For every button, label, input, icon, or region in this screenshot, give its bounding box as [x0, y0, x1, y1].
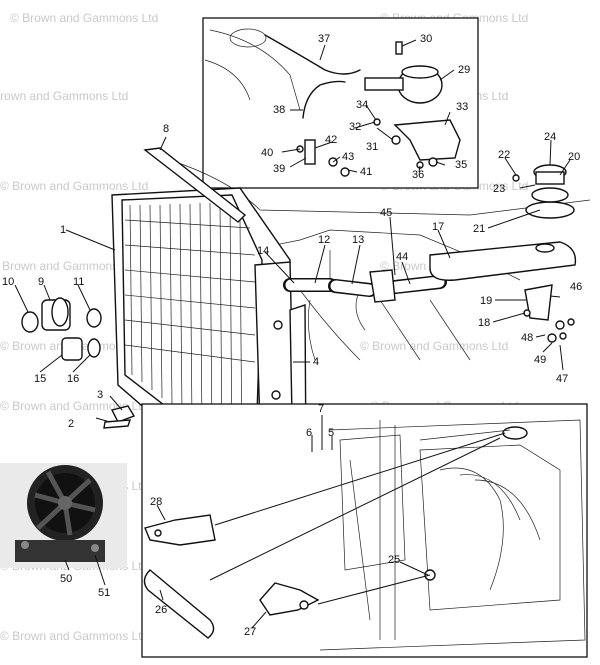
callout-3: 3 [97, 389, 103, 401]
callout-21: 21 [473, 223, 485, 235]
hose-assembly [283, 164, 577, 343]
callout-18: 18 [478, 317, 490, 329]
callout-1: 1 [60, 224, 66, 236]
callout-13: 13 [352, 234, 364, 246]
callout-labels: 1 2 3 4 5 6 7 8 9 10 11 12 13 14 15 16 1… [2, 33, 582, 638]
callout-11: 11 [73, 276, 84, 288]
callout-16: 16 [67, 373, 79, 385]
callout-8: 8 [163, 123, 169, 135]
callout-24: 24 [544, 131, 556, 143]
callout-2: 2 [68, 418, 74, 430]
watermark: © Brown and Gammons Ltd [360, 339, 508, 353]
callout-45: 45 [380, 207, 392, 219]
callout-34: 34 [356, 99, 368, 111]
callout-38: 38 [273, 104, 285, 116]
callout-19: 19 [480, 295, 492, 307]
callout-6: 6 [306, 427, 312, 439]
callout-41: 41 [360, 166, 372, 178]
callout-12: 12 [318, 234, 330, 246]
callout-29: 29 [458, 64, 470, 76]
callout-37: 37 [318, 33, 330, 45]
callout-42: 42 [325, 134, 337, 146]
callout-9: 9 [38, 276, 44, 288]
callout-10: 10 [2, 276, 14, 288]
callout-17: 17 [432, 221, 444, 233]
callout-43: 43 [342, 151, 354, 163]
engine-inset [141, 403, 588, 658]
callout-36: 36 [412, 169, 424, 181]
callout-46: 46 [570, 281, 582, 293]
callout-14: 14 [257, 245, 269, 257]
callout-23: 23 [493, 183, 505, 195]
callout-27: 27 [244, 626, 256, 638]
callout-20: 20 [568, 151, 580, 163]
callout-49: 49 [534, 354, 546, 366]
callout-39: 39 [273, 163, 285, 175]
callout-51: 51 [98, 587, 110, 599]
top-inset [202, 17, 479, 189]
callout-15: 15 [34, 373, 46, 385]
callout-35: 35 [455, 159, 467, 171]
callout-50: 50 [60, 573, 72, 585]
callout-44: 44 [396, 251, 408, 263]
callout-26: 26 [155, 604, 167, 616]
callout-25: 25 [388, 554, 400, 566]
callout-48: 48 [521, 332, 533, 344]
watermark: © Brown and Gammons Ltd [0, 259, 138, 273]
watermark: © Brown and Gammons Ltd [0, 89, 128, 103]
callout-22: 22 [498, 149, 510, 161]
callout-28: 28 [150, 496, 162, 508]
callout-31: 31 [366, 141, 378, 153]
leader-lines [14, 39, 571, 629]
callout-5: 5 [328, 427, 334, 439]
callout-47: 47 [556, 373, 568, 385]
watermark: © Brown and Gammons Ltd [10, 11, 158, 25]
callout-40: 40 [261, 147, 273, 159]
callout-30: 30 [420, 33, 432, 45]
callout-7: 7 [318, 403, 324, 415]
fan-photo [0, 463, 127, 568]
callout-32: 32 [349, 121, 361, 133]
watermark: © Brown and Gammons Ltd [0, 629, 148, 643]
left-parts [21, 297, 136, 429]
callout-4: 4 [313, 356, 319, 368]
watermark: © Brown and Gammons Ltd [0, 179, 148, 193]
callout-33: 33 [456, 101, 468, 113]
